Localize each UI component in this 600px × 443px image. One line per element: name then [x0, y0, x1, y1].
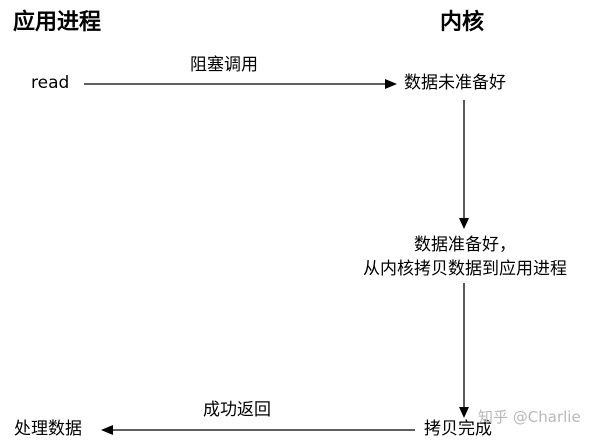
process-data-label: 处理数据 — [14, 419, 82, 439]
return-success-label: 成功返回 — [203, 400, 271, 420]
data-ready-line-1: 数据准备好， — [414, 235, 516, 255]
watermark: 知乎 @Charlie — [478, 408, 581, 426]
data-ready-line-2: 从内核拷贝数据到应用进程 — [363, 259, 567, 279]
read-call-label: read — [31, 73, 70, 93]
arrow-copy-head — [459, 407, 469, 418]
arrow-return-head — [101, 425, 113, 435]
data-ready-note: 数据准备好， 从内核拷贝数据到应用进程 — [330, 233, 600, 281]
blocking-call-label: 阻塞调用 — [190, 55, 258, 75]
data-not-ready-label: 数据未准备好 — [404, 73, 506, 93]
kernel-heading: 内核 — [440, 10, 485, 35]
app-process-heading: 应用进程 — [13, 10, 102, 35]
arrow-blocking-call-head — [385, 79, 397, 89]
copy-done-label: 拷贝完成 — [424, 419, 492, 439]
arrow-wait-data-head — [459, 218, 469, 229]
